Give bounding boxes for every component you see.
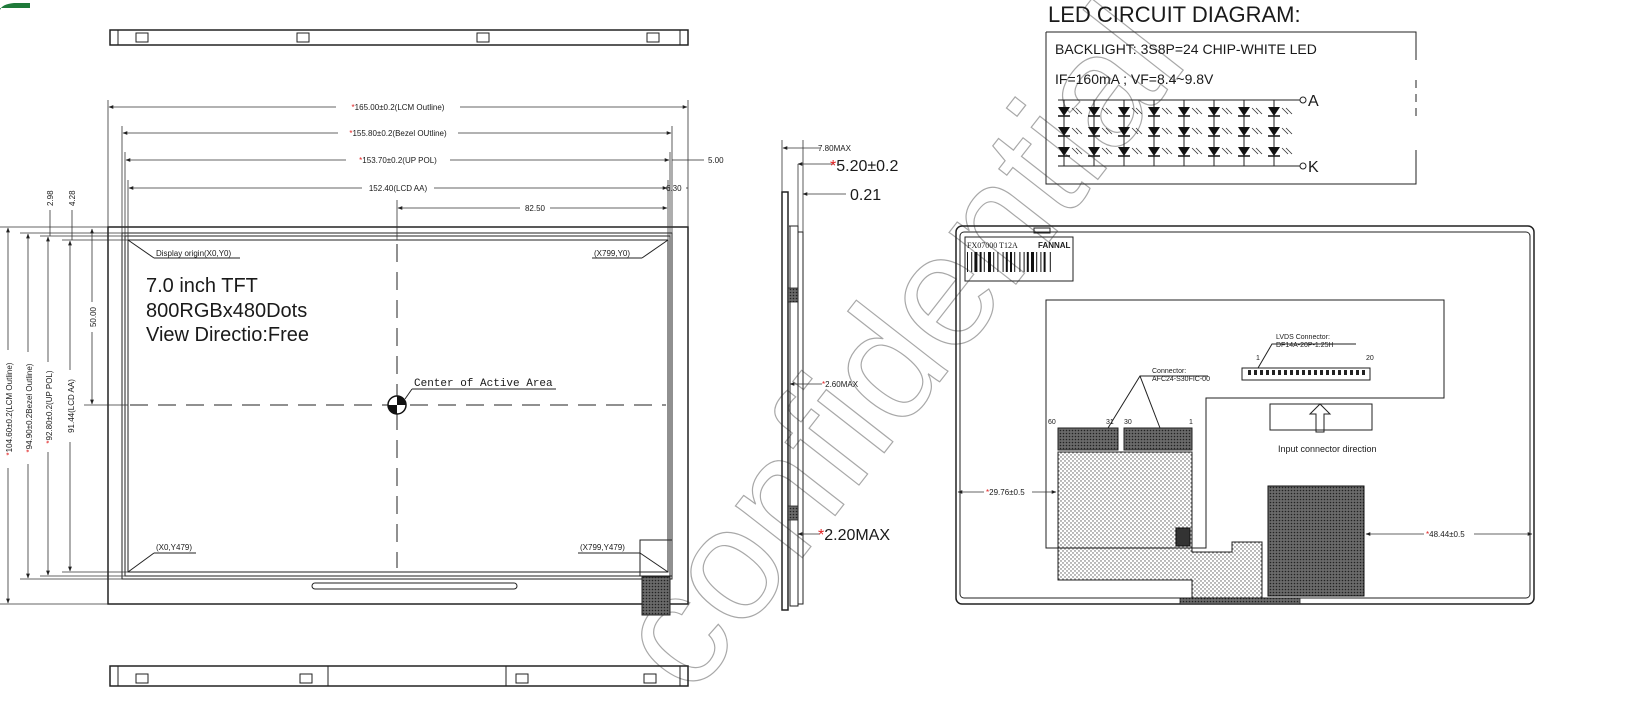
led-circuit: LED CIRCUIT DIAGRAM: BACKLIGHT: 3S8P=24 … [1045, 2, 1417, 185]
vertical-dimensions: *104.60±0.2(LCM Outline) *94.90±0.2Bezel… [0, 190, 128, 605]
led-diode [1058, 147, 1083, 157]
bottom-rail [311, 582, 518, 590]
inner-frame [1045, 299, 1445, 549]
pin-60-label: 60 [1048, 419, 1056, 426]
side-gap-021-dim: 0.21 [850, 187, 881, 204]
resolution-text: 800RGBx480Dots [146, 300, 307, 322]
side-max-780-dim: 7.80MAX [818, 144, 852, 153]
pin-31-label: 31 [1106, 419, 1114, 426]
half-aa-dim: 82.50 [525, 204, 546, 213]
led-diode [1178, 107, 1203, 117]
connector-part: AFC24-S30FIC-00 [1152, 376, 1210, 383]
horizontal-dimensions: *165.00±0.2(LCM Outline) *155.80±0.2(Bez… [107, 100, 724, 240]
v-up-pol-dim: *92.80±0.2(UP POL) [45, 370, 54, 444]
label-part-number: FX07000 T12A [967, 241, 1018, 250]
driver-ic-area [1267, 485, 1365, 597]
v-lcm-outline-dim: *104.60±0.2(LCM Outline) [5, 362, 14, 455]
center-symbol [387, 388, 556, 415]
fpc-tail [641, 576, 671, 616]
up-pol-dim: *153.70±0.2(UP POL) [359, 156, 437, 165]
fpc-connector-30-1 [1123, 427, 1193, 451]
rear-view: FX07000 T12A FANNAL LVDS Connector: DF14… [955, 225, 1535, 605]
pin-1-label: 1 [1189, 419, 1193, 426]
led-diode [1208, 127, 1233, 137]
v-bezel-outline-dim: *94.90±0.2Bezel Outline) [25, 363, 34, 452]
lvds-pins [1248, 370, 1365, 375]
led-diode [1118, 107, 1143, 117]
v-428-dim: 4.28 [68, 190, 77, 206]
lcm-outline-dim: *165.00±0.2(LCM Outline) [352, 103, 445, 112]
bezel-outline-dim: *155.80±0.2(Bezel OUtline) [349, 129, 447, 138]
side-max-260-dim: *2.60MAX [822, 380, 859, 389]
fpc-flex [1057, 451, 1263, 599]
v-298-dim: 2.98 [46, 190, 55, 206]
led-diode [1178, 147, 1203, 157]
right-offset-5-dim: 5.00 [708, 156, 724, 165]
active-area [127, 239, 669, 573]
label-brand: FANNAL [1038, 241, 1071, 250]
led-diode [1148, 107, 1173, 117]
led-diode [1178, 127, 1203, 137]
led-diode [1268, 107, 1293, 117]
rear-left-dim: *29.76±0.5 [986, 488, 1025, 497]
led-diode [1268, 127, 1293, 137]
rear-right-dim: *48.44±0.5 [1426, 530, 1465, 539]
lcm-outline [107, 226, 689, 605]
input-direction-label: Input connector direction [1278, 444, 1377, 454]
led-title: LED CIRCUIT DIAGRAM: [1048, 2, 1301, 27]
origin-bottom-left-label: (X0,Y479) [156, 543, 192, 552]
connector-title: Connector: [1152, 368, 1186, 375]
barcode [967, 252, 1051, 272]
led-diode [1148, 147, 1173, 157]
led-diode [1088, 147, 1113, 157]
center-label: Center of Active Area [414, 378, 553, 390]
led-diode [1088, 107, 1113, 117]
origin-bottom-right-label: (X799,Y479) [580, 543, 625, 552]
led-diode [1208, 147, 1233, 157]
bottom-edge-view [109, 665, 689, 687]
pol-outline [124, 235, 671, 577]
led-diode [1088, 127, 1113, 137]
input-direction-arrow [1308, 403, 1332, 433]
view-direction-text: View Directio:Free [146, 324, 309, 346]
lvds-pin-first: 1 [1256, 355, 1260, 362]
lvds-connector [1241, 367, 1371, 381]
v-lcd-aa-dim: 91.44(LCD AA) [67, 379, 76, 433]
led-diode [1238, 127, 1263, 137]
led-diode [1238, 107, 1263, 117]
led-diode [1058, 127, 1083, 137]
fpc-connector-60-31 [1057, 427, 1119, 451]
v-half-dim: 50.00 [89, 306, 98, 327]
origin-top-right-label: (X799,Y0) [594, 249, 630, 258]
led-diode [1238, 147, 1263, 157]
led-diode [1268, 147, 1293, 157]
anode-label: A [1308, 93, 1319, 110]
corner-tab [0, 3, 30, 10]
led-array [1058, 100, 1293, 166]
lvds-title: LVDS Connector: [1276, 334, 1330, 341]
led-diode [1118, 127, 1143, 137]
cathode-label: K [1308, 159, 1319, 176]
product-label [964, 236, 1074, 282]
lcd-aa-dim: 152.40(LCD AA) [369, 184, 428, 193]
display-size-text: 7.0 inch TFT [146, 275, 258, 297]
led-diode [1148, 127, 1173, 137]
led-diode [1208, 107, 1233, 117]
side-thick-520-dim: *5.20±0.2 [830, 158, 899, 175]
side-max-220-dim: *2.20MAX [818, 527, 890, 544]
lvds-pin-last: 20 [1366, 355, 1374, 362]
side-view: 7.80MAX *5.20±0.2 0.21 *2.60MAX *2.20MAX [781, 140, 899, 611]
led-backlight-spec: BACKLIGHT: 3S8P=24 CHIP-WHITE LED [1055, 41, 1317, 57]
lvds-part: DF14A-20P-1.25H [1276, 342, 1334, 349]
led-diode [1058, 107, 1083, 117]
led-diode [1118, 147, 1143, 157]
led-electrical-params: IF=160mA ; VF=8.4~9.8V [1055, 71, 1214, 87]
front-view: Display origin(X0,Y0) (X799,Y0) (X0,Y479… [0, 100, 724, 616]
pin-30-label: 30 [1124, 419, 1132, 426]
right-offset-630-dim: 6.30 [666, 184, 682, 193]
origin-top-left-label: Display origin(X0,Y0) [156, 249, 231, 258]
top-edge-view [109, 29, 689, 46]
